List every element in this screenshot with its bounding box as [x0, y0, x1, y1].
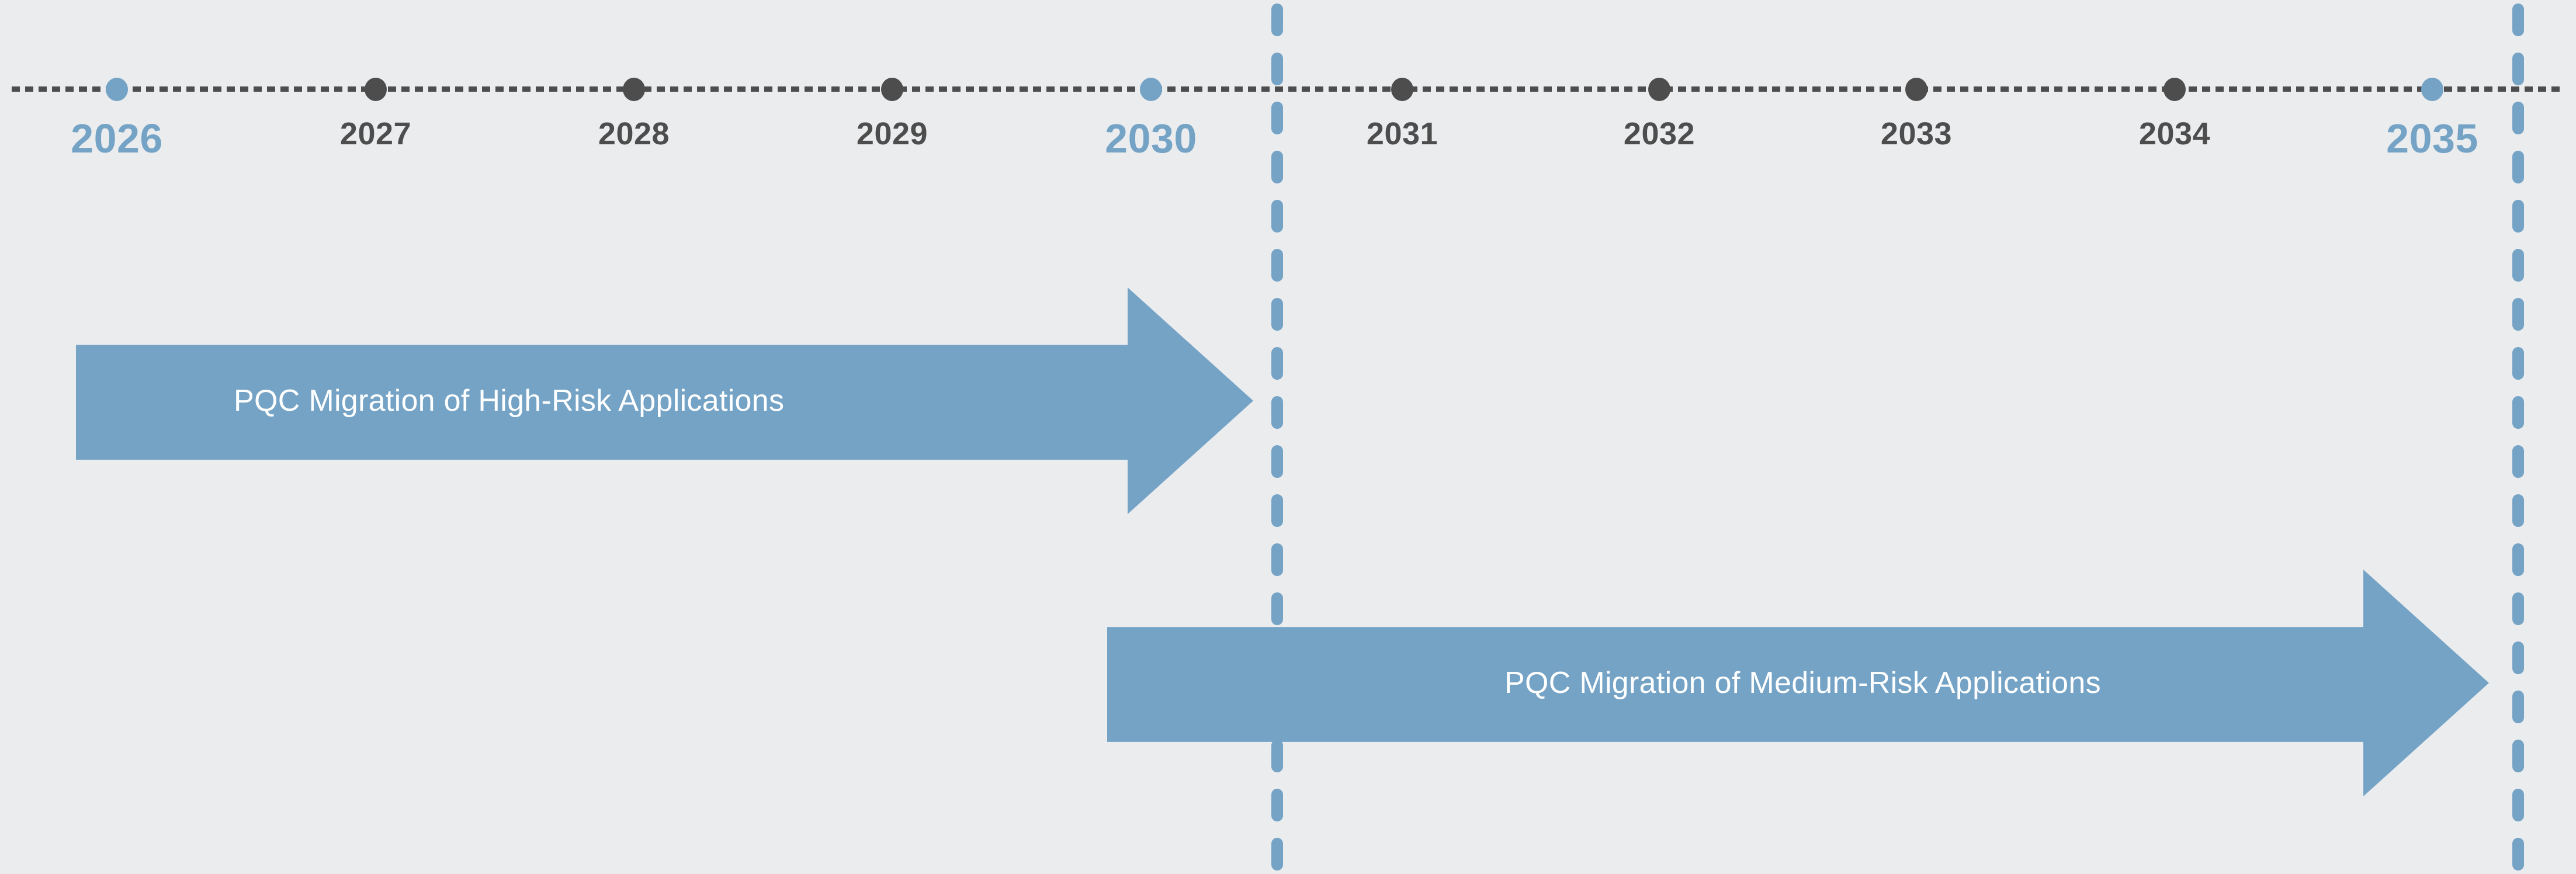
milestone-dash: [1271, 4, 1283, 36]
timeline-tick-2029[interactable]: 2029: [834, 0, 951, 874]
milestone-dash: [1271, 396, 1283, 429]
timeline-tick-2032[interactable]: 2032: [1601, 0, 1718, 874]
phase-arrow-medium-risk-migration[interactable]: PQC Migration of Medium-Risk Application…: [1107, 570, 2489, 796]
milestone-dash: [1271, 102, 1283, 134]
year-label: 2026: [71, 116, 163, 161]
milestone-dash: [1271, 789, 1283, 821]
milestone-dash: [1271, 200, 1283, 233]
milestone-dash: [1271, 543, 1283, 576]
timeline-dot-icon: [365, 78, 387, 101]
milestone-2035[interactable]: [2512, 0, 2524, 874]
timeline-tick-2033[interactable]: 2033: [1858, 0, 1975, 874]
milestone-dash: [2512, 543, 2524, 576]
timeline-tick-2027[interactable]: 2027: [317, 0, 434, 874]
year-label: 2032: [1623, 116, 1696, 151]
milestone-dash: [2512, 53, 2524, 85]
milestone-dash: [1271, 838, 1283, 870]
year-label: 2031: [1366, 116, 1438, 151]
milestone-dash: [2512, 249, 2524, 282]
milestone-dash: [2512, 838, 2524, 870]
milestone-dash: [2512, 592, 2524, 625]
year-label: 2027: [339, 116, 412, 151]
timeline-axis: [12, 86, 2564, 92]
milestone-dash: [1271, 347, 1283, 380]
year-label: 2030: [1105, 116, 1197, 161]
milestone-dash: [2512, 298, 2524, 331]
milestone-dash: [1271, 249, 1283, 282]
timeline-tick-2031[interactable]: 2031: [1344, 0, 1461, 874]
year-label: 2033: [1880, 116, 1953, 151]
milestone-dash: [2512, 789, 2524, 821]
milestone-dash: [2512, 151, 2524, 183]
timeline-dot-icon: [2421, 78, 2443, 101]
arrow-shape-icon: [1107, 570, 2489, 796]
timeline-dot-icon: [881, 78, 903, 101]
timeline-tick-2034[interactable]: 2034: [2116, 0, 2233, 874]
milestone-dash: [2512, 494, 2524, 527]
timeline-dot-icon: [1648, 78, 1670, 101]
milestone-dash: [1271, 298, 1283, 331]
milestone-dash: [2512, 641, 2524, 674]
phase-arrow-high-risk-migration[interactable]: PQC Migration of High-Risk Applications: [76, 287, 1253, 514]
milestone-dash: [2512, 691, 2524, 723]
milestone-dash: [1271, 592, 1283, 625]
timeline-dot-icon: [1905, 78, 1927, 101]
milestone-dash: [1271, 53, 1283, 85]
year-label: 2034: [2138, 116, 2211, 151]
year-label: 2035: [2386, 116, 2478, 161]
milestone-dash: [2512, 4, 2524, 36]
timeline-dot-icon: [2164, 78, 2186, 101]
milestone-dash: [2512, 445, 2524, 478]
timeline-dot-icon: [1140, 78, 1162, 101]
milestone-dash: [2512, 347, 2524, 380]
timeline-tick-2028[interactable]: 2028: [575, 0, 692, 874]
milestone-dash: [2512, 396, 2524, 429]
timeline-tick-2030[interactable]: 2030: [1093, 0, 1209, 874]
milestone-dash: [2512, 740, 2524, 772]
year-label: 2029: [856, 116, 928, 151]
year-label: 2028: [598, 116, 670, 151]
timeline-tick-2026[interactable]: 2026: [58, 0, 175, 874]
milestone-dash: [1271, 494, 1283, 527]
timeline-dot-icon: [1391, 78, 1413, 101]
milestone-dash: [1271, 151, 1283, 183]
arrow-shape-icon: [76, 287, 1253, 514]
milestone-dash: [1271, 445, 1283, 478]
milestone-dash: [2512, 200, 2524, 233]
milestone-dash: [1271, 740, 1283, 772]
milestone-dash: [2512, 102, 2524, 134]
timeline-dot-icon: [623, 78, 645, 101]
timeline-dot-icon: [106, 78, 128, 101]
timeline-tick-2035[interactable]: 2035: [2374, 0, 2491, 874]
